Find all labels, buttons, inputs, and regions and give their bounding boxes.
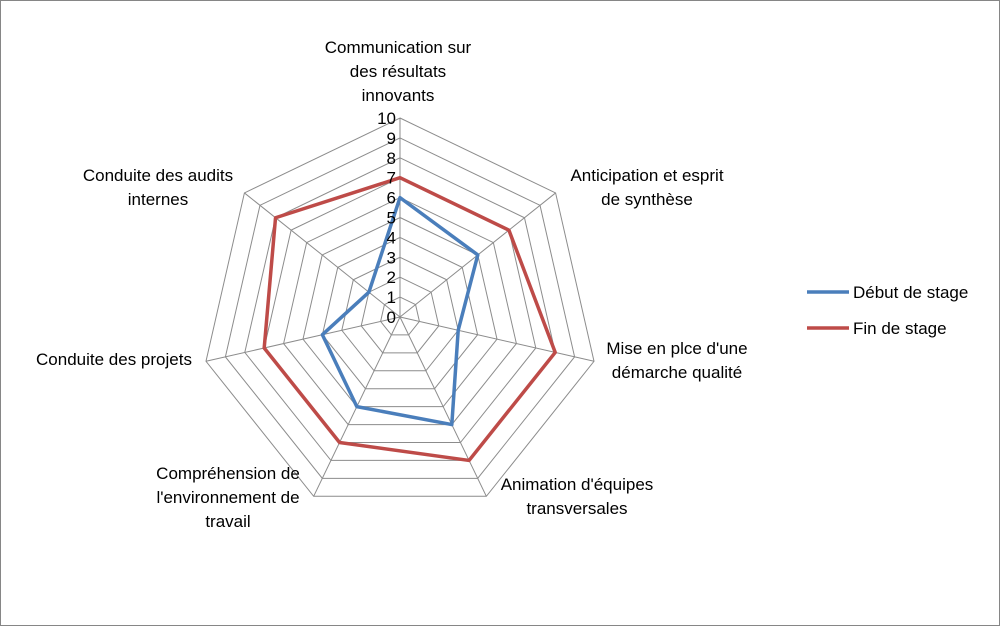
grid-ring-3	[341, 256, 459, 372]
grid-ring-9	[224, 137, 576, 479]
tick-label: 0	[387, 308, 396, 327]
grid-ring-7	[263, 177, 537, 444]
axis-spoke	[399, 316, 595, 362]
legend-label: Début de stage	[853, 283, 968, 302]
legend-label: Fin de stage	[853, 319, 947, 338]
axis-label-line: de synthèse	[601, 190, 693, 209]
axis-label-line: Communication sur	[325, 38, 472, 57]
axis-label-7: Conduite des audits internes	[83, 166, 233, 209]
axis-label-line: Anticipation et esprit	[570, 166, 723, 185]
axis-label-line: Animation d'équipes	[501, 475, 654, 494]
axis-category-labels: Communication sur des résultats innovantsA…	[36, 38, 748, 531]
radar-grid	[205, 117, 595, 497]
axis-label-line: transversales	[526, 499, 627, 518]
grid-ring-2	[360, 276, 440, 354]
tick-label: 7	[387, 169, 396, 188]
axis-label-line: Conduite des audits	[83, 166, 233, 185]
axis-label-line: démarche qualité	[612, 363, 742, 382]
grid-ring-5	[302, 216, 498, 408]
axis-label-line: Compréhension de	[156, 464, 300, 483]
tick-label: 8	[387, 149, 396, 168]
legend-item-debut-de-stage: Début de stage	[807, 283, 968, 302]
axis-label-line: innovants	[362, 86, 435, 105]
tick-label: 9	[387, 129, 396, 148]
radar-series	[262, 175, 557, 463]
grid-ring-4	[321, 236, 479, 390]
axis-label-1: Communication sur des résultats innovants	[325, 38, 472, 105]
axis-label-2: Anticipation et esprit de synthèse	[570, 166, 723, 209]
axis-spoke	[399, 316, 487, 497]
series-line-debut-de-stage	[320, 195, 480, 427]
grid-ring-8	[244, 157, 556, 461]
axis-label-6: Conduite des projets	[36, 350, 192, 369]
grid-ring-6	[283, 197, 517, 426]
axis-label-line: travail	[205, 512, 250, 531]
axis-spoke	[205, 316, 401, 362]
axis-label-5: Compréhension de l'environnement de travai…	[156, 464, 300, 531]
axis-label-3: Mise en plce d'une démarche qualité	[606, 339, 747, 382]
grid-ring-1	[380, 296, 420, 336]
axis-label-4: Animation d'équipes transversales	[501, 475, 654, 518]
series-line-fin-de-stage	[262, 175, 557, 463]
axis-label-line: Mise en plce d'une	[606, 339, 747, 358]
axis-label-line: des résultats	[350, 62, 446, 81]
tick-label: 2	[387, 268, 396, 287]
tick-label: 4	[387, 228, 396, 247]
axis-spoke	[244, 192, 401, 318]
tick-label: 6	[387, 189, 396, 208]
axis-label-line: l'environnement de	[156, 488, 299, 507]
tick-label: 3	[387, 248, 396, 267]
axis-label-line: internes	[128, 190, 188, 209]
grid-ring-10	[205, 117, 595, 497]
tick-label: 1	[387, 288, 396, 307]
tick-label: 5	[387, 209, 396, 228]
tick-label: 10	[377, 109, 396, 128]
axis-label-line: Conduite des projets	[36, 350, 192, 369]
legend-item-fin-de-stage: Fin de stage	[807, 319, 947, 338]
